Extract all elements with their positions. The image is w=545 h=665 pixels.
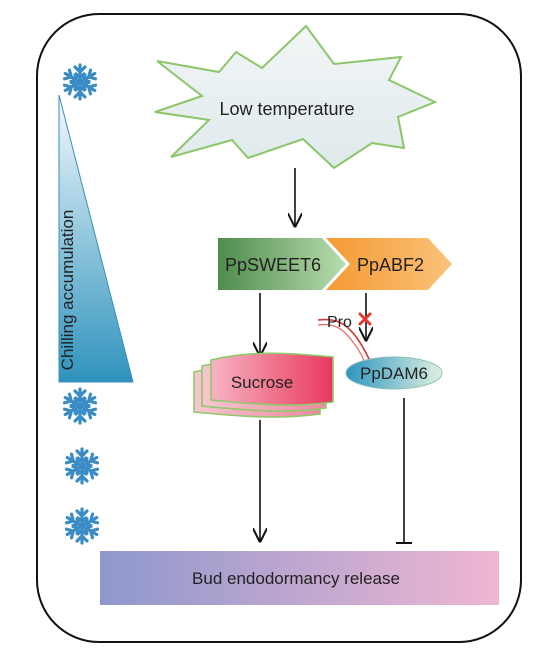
snowflake-icon bbox=[63, 507, 101, 545]
ppabf2-box bbox=[326, 238, 452, 290]
snowflake-icon bbox=[63, 447, 101, 485]
ppsweet6-label: PpSWEET6 bbox=[225, 255, 321, 275]
sucrose-shape-front bbox=[210, 352, 334, 406]
promoter-line bbox=[317, 318, 373, 367]
bud-endodormancy-release-label: Bud endodormancy release bbox=[192, 569, 400, 588]
ppdam6-label: PpDAM6 bbox=[360, 364, 428, 383]
ppdam6-ellipse bbox=[345, 356, 443, 390]
x-mark-icon bbox=[358, 312, 372, 326]
snowflake-icon bbox=[61, 63, 99, 101]
chilling-accumulation-label: Chilling accumulation bbox=[58, 210, 77, 371]
ppsweet6-box bbox=[218, 238, 346, 290]
snowflake-icon bbox=[61, 387, 99, 425]
pro-label: Pro bbox=[327, 314, 352, 331]
low-temperature-starburst bbox=[154, 24, 438, 170]
sucrose-label: Sucrose bbox=[231, 373, 293, 392]
diagram-frame bbox=[36, 13, 522, 643]
bud-endodormancy-release-box bbox=[100, 551, 499, 605]
low-temperature-label: Low temperature bbox=[219, 99, 354, 119]
ppabf2-label: PpABF2 bbox=[357, 255, 424, 275]
chilling-accumulation-triangle bbox=[58, 94, 134, 383]
